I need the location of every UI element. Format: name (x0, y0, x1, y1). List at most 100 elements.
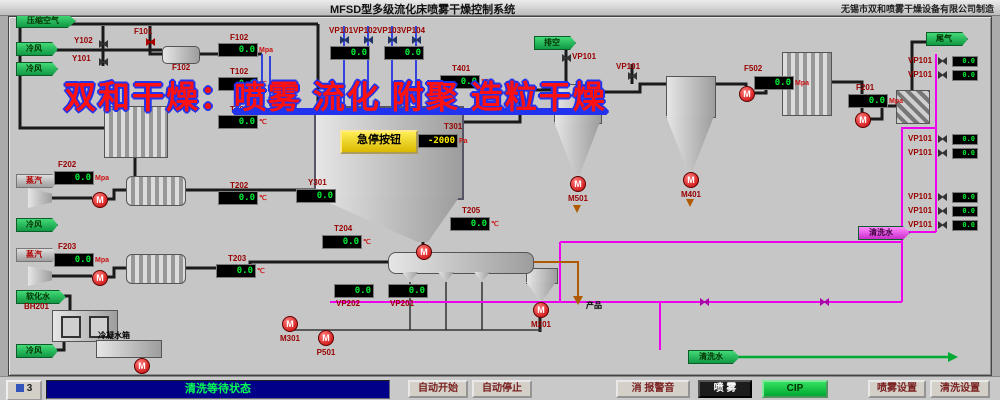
stream-label-exhaust: 尾气 (926, 32, 968, 46)
display-unit: ℃ (363, 239, 371, 246)
valve-icon[interactable] (938, 207, 947, 215)
motor-condensate-pump[interactable]: M (134, 358, 150, 374)
cip-button[interactable]: CIP (762, 380, 828, 398)
emergency-stop-button[interactable]: 急停按钮 (340, 130, 418, 154)
page-title: MFSD型多级流化床喷雾干燥控制系统 (330, 4, 516, 16)
display-label-Y301: Y301 (308, 178, 327, 187)
fluid-bed-cone-2 (438, 272, 454, 282)
vp-cluster-display-0: 0.0 (952, 56, 978, 67)
vp-cluster-label: VP101 (908, 70, 933, 79)
valve-icon[interactable] (388, 36, 397, 44)
valve-icon[interactable] (938, 221, 947, 229)
title-bar: MFSD型多级流化床喷雾干燥控制系统 无锡市双和喷雾干燥设备有限公司制造 (0, 0, 1000, 16)
auto-start-button[interactable]: 自动开始 (408, 380, 468, 398)
stream-label-cold-air-3: 冷风 (16, 218, 58, 232)
valve-icon[interactable] (938, 57, 947, 65)
stream-label-cold-air-2: 冷风 (16, 62, 58, 76)
valve-icon[interactable] (938, 135, 947, 143)
motor-fan-F201[interactable]: M (855, 112, 871, 128)
motor-fan-2[interactable]: M (92, 270, 108, 286)
display-label-F202: F202 (58, 160, 77, 169)
motor-chamber-rotary[interactable]: M (416, 244, 432, 260)
display-VP202: 0.0 (334, 284, 374, 298)
vp-cluster-label: VP101 (908, 148, 933, 157)
component-label: VP101 (572, 52, 597, 61)
fluid-bed (388, 252, 534, 274)
component-label: VP104 (401, 26, 426, 35)
display-unit: Mpa (259, 47, 273, 54)
vp-cluster-label: VP101 (908, 56, 933, 65)
motor-fan-F502[interactable]: M (739, 86, 755, 102)
display-T203: 0.0℃ (216, 264, 265, 278)
condensate-tank (96, 340, 162, 358)
valve-icon[interactable] (99, 58, 108, 66)
display-label-VP202: VP202 (336, 299, 361, 308)
valve-icon[interactable] (340, 36, 349, 44)
display-unit: Mpa (95, 257, 109, 264)
vp-cluster-display-2: 0.0 (952, 134, 978, 145)
component-label: BH201 (24, 302, 49, 311)
vp-cluster-display-5: 0.0 (952, 206, 978, 217)
vp-cluster-display-6: 0.0 (952, 220, 978, 231)
valve-icon[interactable] (938, 149, 947, 157)
motor-label: M501 (567, 194, 589, 203)
display-label-F201: F201 (856, 83, 875, 92)
display-unit: ℃ (259, 195, 267, 202)
stream-label-cip-water-right: 清洗水 (858, 226, 910, 240)
intake-filter-1 (28, 188, 52, 208)
display-unit: ℃ (257, 268, 265, 275)
display-unit: ℃ (481, 79, 489, 86)
manufacturer-label: 无锡市双和喷雾干燥设备有限公司制造 (840, 4, 994, 14)
inline-filter (162, 46, 200, 64)
component-label: F101 (134, 27, 153, 36)
display-label-F102: F102 (230, 33, 249, 42)
list-icon (15, 384, 24, 393)
valve-icon[interactable] (938, 193, 947, 201)
stream-label-soft-water: 软化水 (16, 290, 66, 304)
valve-icon[interactable] (146, 38, 155, 46)
display-unit: Mpa (889, 98, 903, 105)
display-label-T204: T204 (334, 224, 353, 233)
spray-button[interactable]: 喷 雾 (698, 380, 752, 398)
vp-cluster-display-1: 0.0 (952, 70, 978, 81)
display-VP-top-2: 0.0 (384, 46, 424, 60)
cyclone-2 (666, 76, 716, 118)
valve-icon[interactable] (820, 298, 829, 306)
scrubber-BH201 (52, 310, 118, 342)
display-unit: Pa (459, 138, 468, 145)
valve-icon[interactable] (628, 72, 637, 80)
valve-icon[interactable] (364, 36, 373, 44)
component-label: VP101 (329, 26, 354, 35)
vp-cluster-display-3: 0.0 (952, 148, 978, 159)
display-label-T205: T205 (462, 206, 481, 215)
valve-icon[interactable] (562, 54, 571, 62)
valve-icon[interactable] (99, 40, 108, 48)
motor-fan-1[interactable]: M (92, 192, 108, 208)
display-unit: ℃ (491, 221, 499, 228)
vp-cluster-label: VP101 (908, 220, 933, 229)
spray-settings-button[interactable]: 喷雾设置 (868, 380, 926, 398)
display-T201: 0.0℃ (218, 115, 267, 129)
alarm-counter[interactable]: 3 (6, 380, 42, 400)
stream-label-vent: 排空 (534, 36, 576, 50)
clean-settings-button[interactable]: 清洗设置 (930, 380, 990, 398)
valve-icon[interactable] (938, 71, 947, 79)
bag-filter (104, 106, 168, 158)
valve-icon[interactable] (700, 298, 709, 306)
stream-label-air-supply: 压缩空气 (16, 14, 76, 28)
component-label: 冷凝水箱 (98, 331, 130, 340)
display-label-F203: F203 (58, 242, 77, 251)
mute-alarm-button[interactable]: 消 报警音 (616, 380, 690, 398)
auto-stop-button[interactable]: 自动停止 (472, 380, 532, 398)
valve-icon[interactable] (412, 36, 421, 44)
component-label: VP102 (353, 26, 378, 35)
display-VP-top-1: 0.0 (330, 46, 370, 60)
